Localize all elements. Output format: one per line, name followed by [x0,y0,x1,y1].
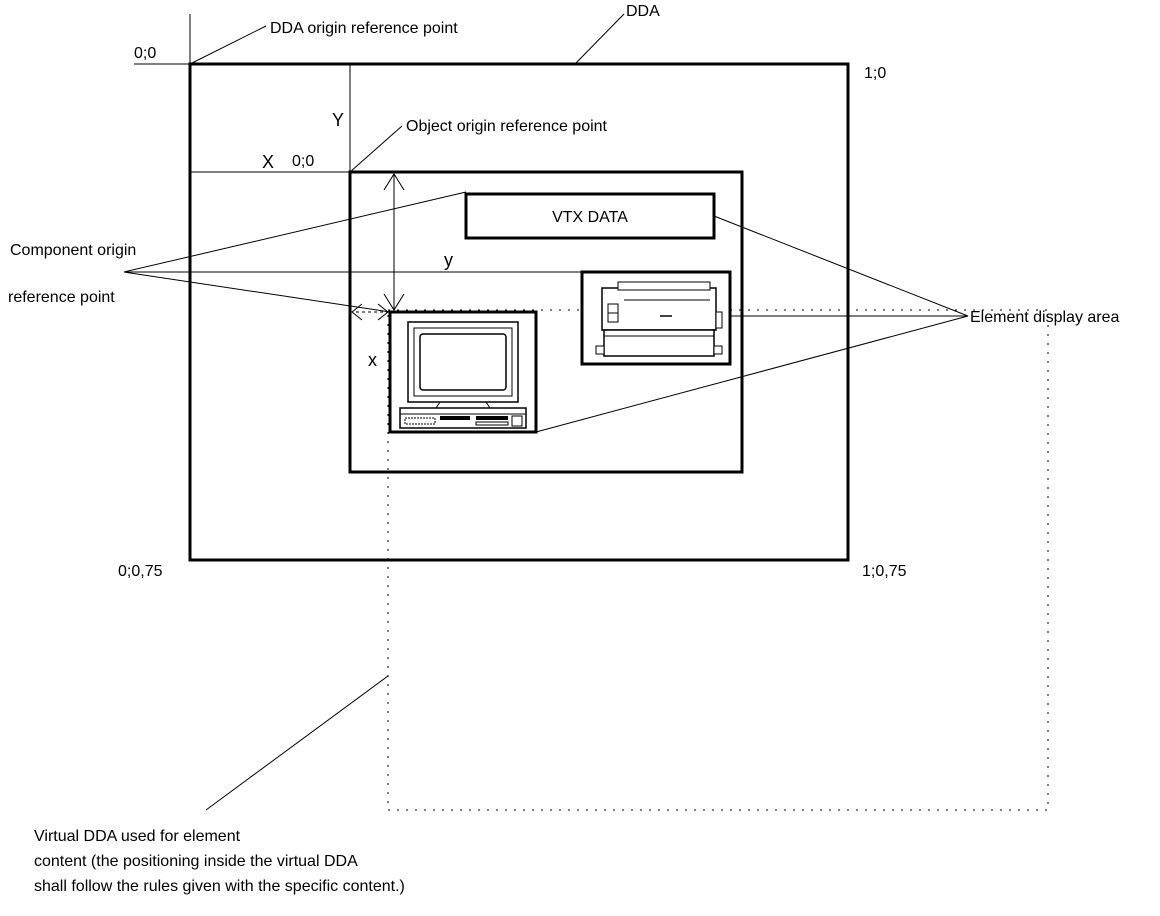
corner-bottom-right-label: 1;0,75 [862,563,907,580]
dda-label: DDA [626,3,660,20]
y-offset-arrow [383,173,405,311]
virtual-dda-frame [387,309,1049,811]
element-display-leaders [535,215,969,433]
object-origin-leader [349,125,403,173]
dda-frame [188,62,850,562]
element-display-area-label: Element display area [970,309,1120,326]
printer-icon [595,281,723,357]
object-frame [348,170,744,474]
corner-bottom-left-label: 0;0,75 [118,563,163,580]
virtual-dda-note: Virtual DDA used for element content (th… [34,824,594,899]
vtx-data-label: VTX DATA [552,209,628,226]
corner-top-left-label: 0;0 [134,45,156,62]
corner-top-right-label: 1;0 [864,65,886,82]
component-origin-label-line1: Component origin [10,242,136,259]
dda-origin-label: DDA origin reference point [270,20,458,37]
dda-leader [574,13,625,65]
desktop-computer-icon [399,321,527,429]
dda-origin-leader [189,25,267,65]
component-origin-leaders [123,191,582,313]
big-x-label: X [262,152,274,172]
component-origin-label-line2: reference point [8,289,115,306]
virtual-dda-leader [205,675,389,811]
small-x-label: x [368,350,377,370]
object-origin-label: Object origin reference point [406,118,608,135]
big-y-label: Y [332,110,344,130]
object-origin-zero-label: 0;0 [292,153,314,170]
note-line-1: Virtual DDA used for element [34,828,241,845]
note-line-3: shall follow the rules given with the sp… [34,878,405,895]
note-line-2: content (the positioning inside the virt… [34,853,358,870]
small-y-label: y [444,250,453,270]
